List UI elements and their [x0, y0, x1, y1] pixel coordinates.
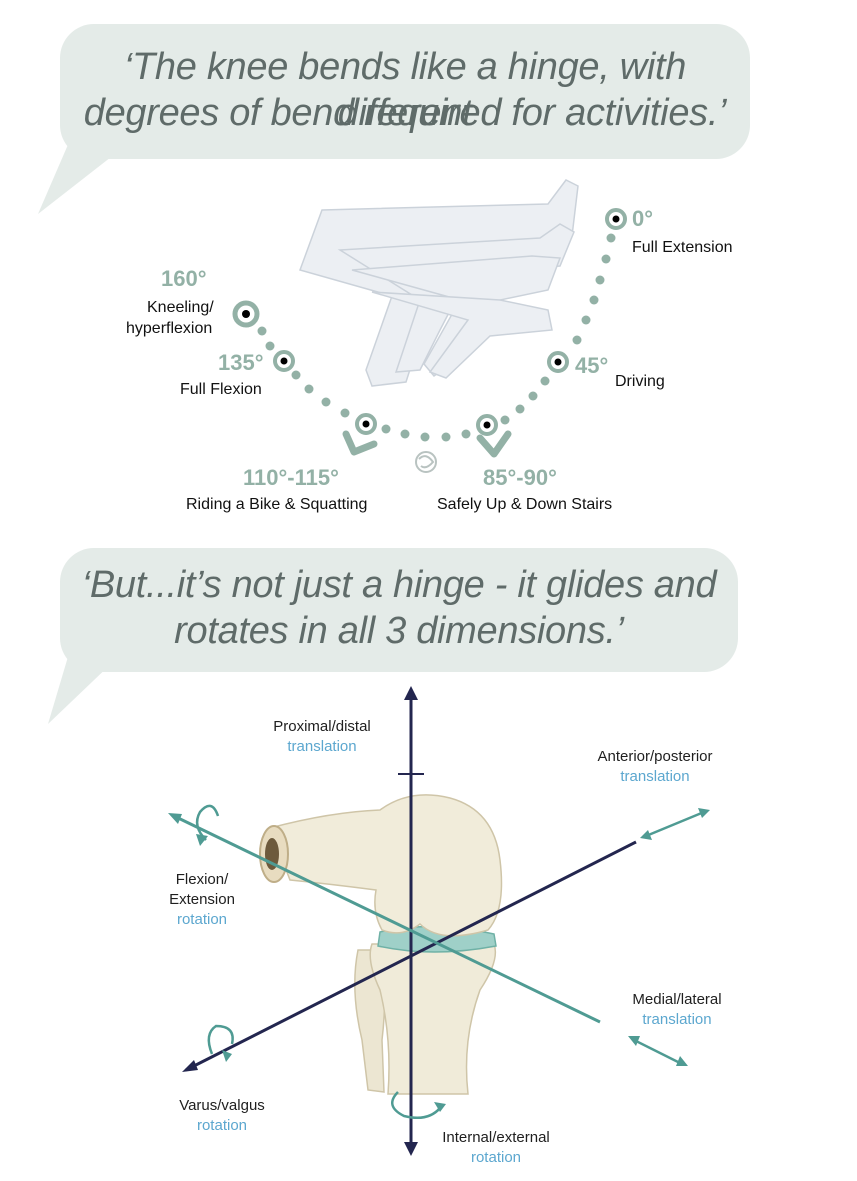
internal-rotation-icon — [392, 1092, 440, 1118]
bubble-tail-bottom — [48, 650, 115, 724]
bubble-tail-top — [38, 140, 120, 214]
activity-full-flexion: Full Flexion — [180, 380, 262, 400]
leg-silhouettes — [300, 180, 578, 386]
activity-driving: Driving — [615, 372, 665, 392]
degree-0: 0° — [632, 206, 653, 232]
axis-label-varus-valgus: Varus/valgus rotation — [162, 1096, 282, 1136]
bracket-left-icon — [346, 434, 374, 452]
axis-label-anterior-posterior: Anterior/posterior translation — [580, 747, 730, 787]
degree-160: 160° — [161, 266, 207, 292]
activity-kneeling-line2: hyperflexion — [126, 319, 212, 339]
degree-45: 45° — [575, 353, 608, 379]
arrow-medial-lateral — [634, 1040, 682, 1064]
axis-label-flexion-extension: Flexion/ Extension rotation — [152, 870, 252, 930]
activity-stairs: Safely Up & Down Stairs — [437, 495, 612, 515]
axis-label-proximal-distal: Proximal/distal translation — [262, 717, 382, 757]
activity-kneeling-line1: Kneeling/ — [147, 298, 214, 318]
small-logo-icon — [416, 452, 436, 472]
degree-110-115: 110°-115° — [243, 465, 339, 491]
arrow-anterior-posterior — [646, 812, 704, 836]
axis-label-internal-external: Internal/external rotation — [424, 1128, 568, 1168]
degree-135: 135° — [218, 350, 264, 376]
knee-bones-illustration — [260, 795, 502, 1094]
axis-label-medial-lateral: Medial/lateral translation — [612, 990, 742, 1030]
activity-full-extension: Full Extension — [632, 238, 733, 258]
degree-85-90: 85°-90° — [483, 465, 557, 491]
activity-bike-squatting: Riding a Bike & Squatting — [186, 495, 367, 515]
bracket-right-icon — [480, 434, 508, 454]
